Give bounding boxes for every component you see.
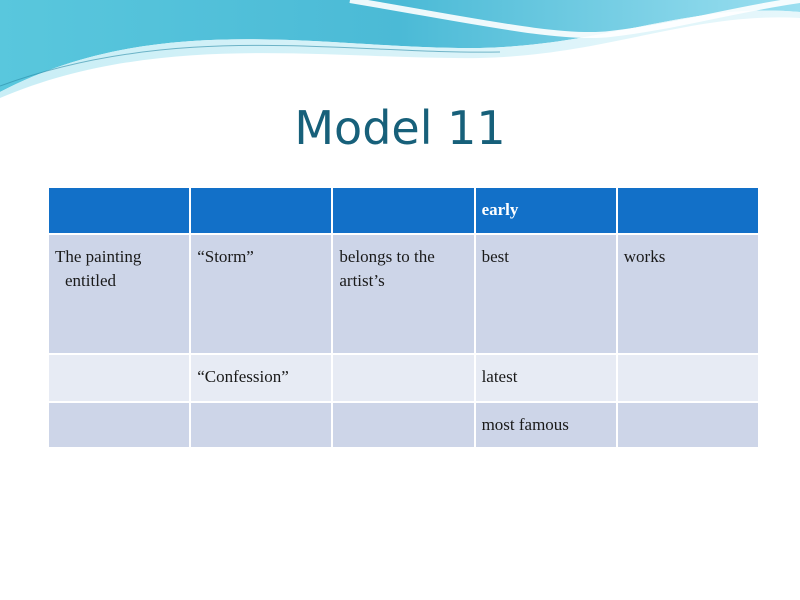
table-cell	[46, 353, 192, 403]
table-cell: The painting entitled	[46, 233, 192, 355]
table-cell: early	[473, 186, 618, 235]
table-cell	[331, 353, 476, 403]
table-cell	[189, 186, 334, 235]
table-cell	[615, 401, 761, 449]
table-cell	[189, 401, 334, 449]
table-cell: latest	[473, 353, 618, 403]
table-cell: best	[473, 233, 618, 355]
table-cell	[615, 353, 761, 403]
table-cell: works	[615, 233, 761, 355]
table-cell: “Confession”	[189, 353, 334, 403]
table-row: The painting entitled “Storm” belongs to…	[46, 233, 761, 355]
slide-title: Model 11	[294, 101, 506, 155]
table-cell: most famous	[473, 401, 618, 449]
decorative-wave-banner	[0, 0, 800, 98]
table-cell: belongs to the artist’s	[331, 233, 476, 355]
table-cell: “Storm”	[189, 233, 334, 355]
table-cell	[46, 186, 192, 235]
table-cell	[331, 186, 476, 235]
table-row: most famous	[46, 401, 761, 449]
table-cell	[615, 186, 761, 235]
table-row: “Confession” latest	[46, 353, 761, 403]
cell-text: The painting entitled	[55, 247, 142, 290]
table-cell	[331, 401, 476, 449]
table-cell	[46, 401, 192, 449]
word-order-table: early The painting entitled “Storm” belo…	[46, 186, 761, 449]
table-header-row: early	[46, 186, 761, 235]
